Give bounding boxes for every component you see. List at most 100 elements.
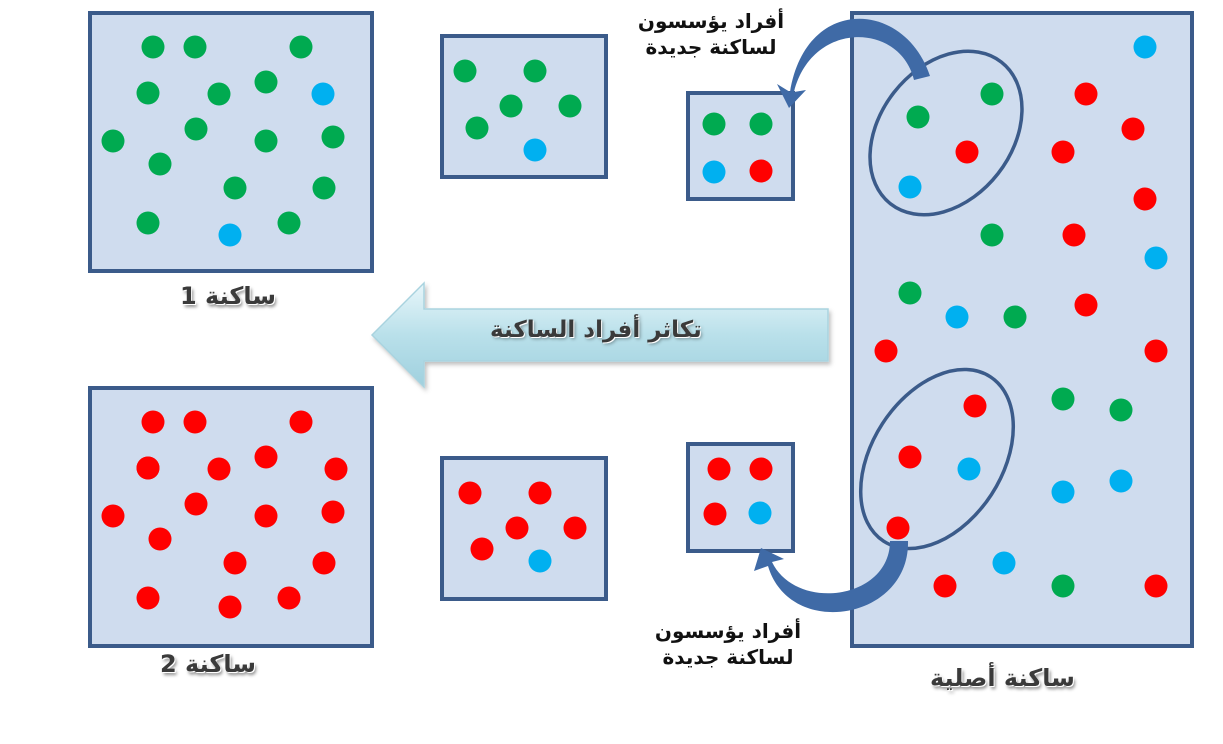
individual-green: [277, 211, 301, 235]
curved-arrow-bottom: [754, 541, 909, 613]
individual-red: [933, 574, 957, 598]
founders-top-individuals: [702, 112, 773, 184]
individual-green: [499, 94, 523, 118]
individual-green: [523, 59, 547, 83]
individual-green: [906, 105, 930, 129]
individual-blue: [1051, 480, 1075, 504]
population1-individuals: [101, 35, 345, 247]
founders-top-note-line1: أفراد يؤسسون: [637, 9, 785, 33]
individual-red: [184, 492, 208, 516]
founders-bottom-individuals: [703, 457, 773, 526]
individual-red: [312, 551, 336, 575]
founders-top-note-line2: لساكنة جديدة: [645, 35, 777, 59]
individual-green: [980, 82, 1004, 106]
individual-green: [1109, 398, 1133, 422]
individual-red: [183, 410, 207, 434]
individual-green: [184, 117, 208, 141]
reproduction-arrow-label: تكاثر أفراد الساكنة: [490, 317, 702, 343]
individual-red: [218, 595, 242, 619]
individual-red: [1133, 187, 1157, 211]
individual-green: [101, 129, 125, 153]
individual-red: [141, 410, 165, 434]
individual-green: [1003, 305, 1027, 329]
original-population-caption: ساكنة أصلية: [930, 664, 1075, 692]
individual-green: [1051, 574, 1075, 598]
individual-blue: [945, 305, 969, 329]
individual-red: [528, 481, 552, 505]
individual-red: [136, 456, 160, 480]
individual-blue: [1144, 246, 1168, 270]
population2-individuals: [101, 410, 348, 619]
individual-green: [254, 70, 278, 94]
individual-green: [980, 223, 1004, 247]
individual-red: [874, 339, 898, 363]
individual-red: [1144, 339, 1168, 363]
individual-red: [458, 481, 482, 505]
individual-green: [321, 125, 345, 149]
individual-green: [136, 81, 160, 105]
individual-green: [558, 94, 582, 118]
individual-green: [136, 211, 160, 235]
individual-red: [1074, 82, 1098, 106]
individual-blue: [957, 457, 981, 481]
individual-green: [312, 176, 336, 200]
founder-group-ellipse-top: [868, 49, 1024, 217]
individual-blue: [992, 551, 1016, 575]
founders-bottom-box: [686, 442, 795, 553]
individual-red: [254, 504, 278, 528]
founders-bottom-note-line1: أفراد يؤسسون: [654, 619, 802, 643]
individual-red: [223, 551, 247, 575]
individual-green: [289, 35, 313, 59]
individual-red: [886, 516, 910, 540]
population2-caption: ساكنة 2: [160, 650, 256, 678]
individual-green: [207, 82, 231, 106]
individual-blue: [311, 82, 335, 106]
individual-red: [136, 586, 160, 610]
individual-red: [898, 445, 922, 469]
population2-intermediate-individuals: [458, 481, 587, 573]
founders-top-note: أفراد يؤسسون لساكنة جديدة: [611, 8, 811, 60]
individual-red: [1062, 223, 1086, 247]
individual-red: [101, 504, 125, 528]
founder-group-ellipse-bottom: [858, 367, 1016, 551]
individual-blue: [528, 549, 552, 573]
individual-blue: [898, 175, 922, 199]
individual-red: [1121, 117, 1145, 141]
individual-red: [1074, 293, 1098, 317]
individual-red: [955, 140, 979, 164]
individual-green: [183, 35, 207, 59]
individual-green: [223, 176, 247, 200]
individual-red: [207, 457, 231, 481]
founders-bottom-note: أفراد يؤسسون لساكنة جديدة: [628, 618, 828, 670]
individual-red: [707, 457, 731, 481]
reproduction-arrow: [370, 281, 829, 389]
individual-green: [749, 112, 773, 136]
curved-arrow-top: [777, 18, 930, 108]
individual-red: [324, 457, 348, 481]
individual-green: [1051, 387, 1075, 411]
individual-blue: [523, 138, 547, 162]
individual-red: [321, 500, 345, 524]
individual-red: [563, 516, 587, 540]
founders-top-box: [686, 91, 795, 201]
individual-red: [505, 516, 529, 540]
individual-green: [465, 116, 489, 140]
individual-blue: [1109, 469, 1133, 493]
individual-red: [148, 527, 172, 551]
individual-green: [141, 35, 165, 59]
population1-intermediate-individuals: [453, 59, 582, 162]
individual-blue: [218, 223, 242, 247]
individual-red: [289, 410, 313, 434]
individual-blue: [748, 501, 772, 525]
individual-red: [277, 586, 301, 610]
individual-red: [1144, 574, 1168, 598]
individual-green: [148, 152, 172, 176]
individual-red: [963, 394, 987, 418]
individual-blue: [702, 160, 726, 184]
individual-red: [749, 159, 773, 183]
individual-red: [749, 457, 773, 481]
population1-caption: ساكنة 1: [180, 282, 276, 310]
individual-red: [254, 445, 278, 469]
individual-red: [1051, 140, 1075, 164]
